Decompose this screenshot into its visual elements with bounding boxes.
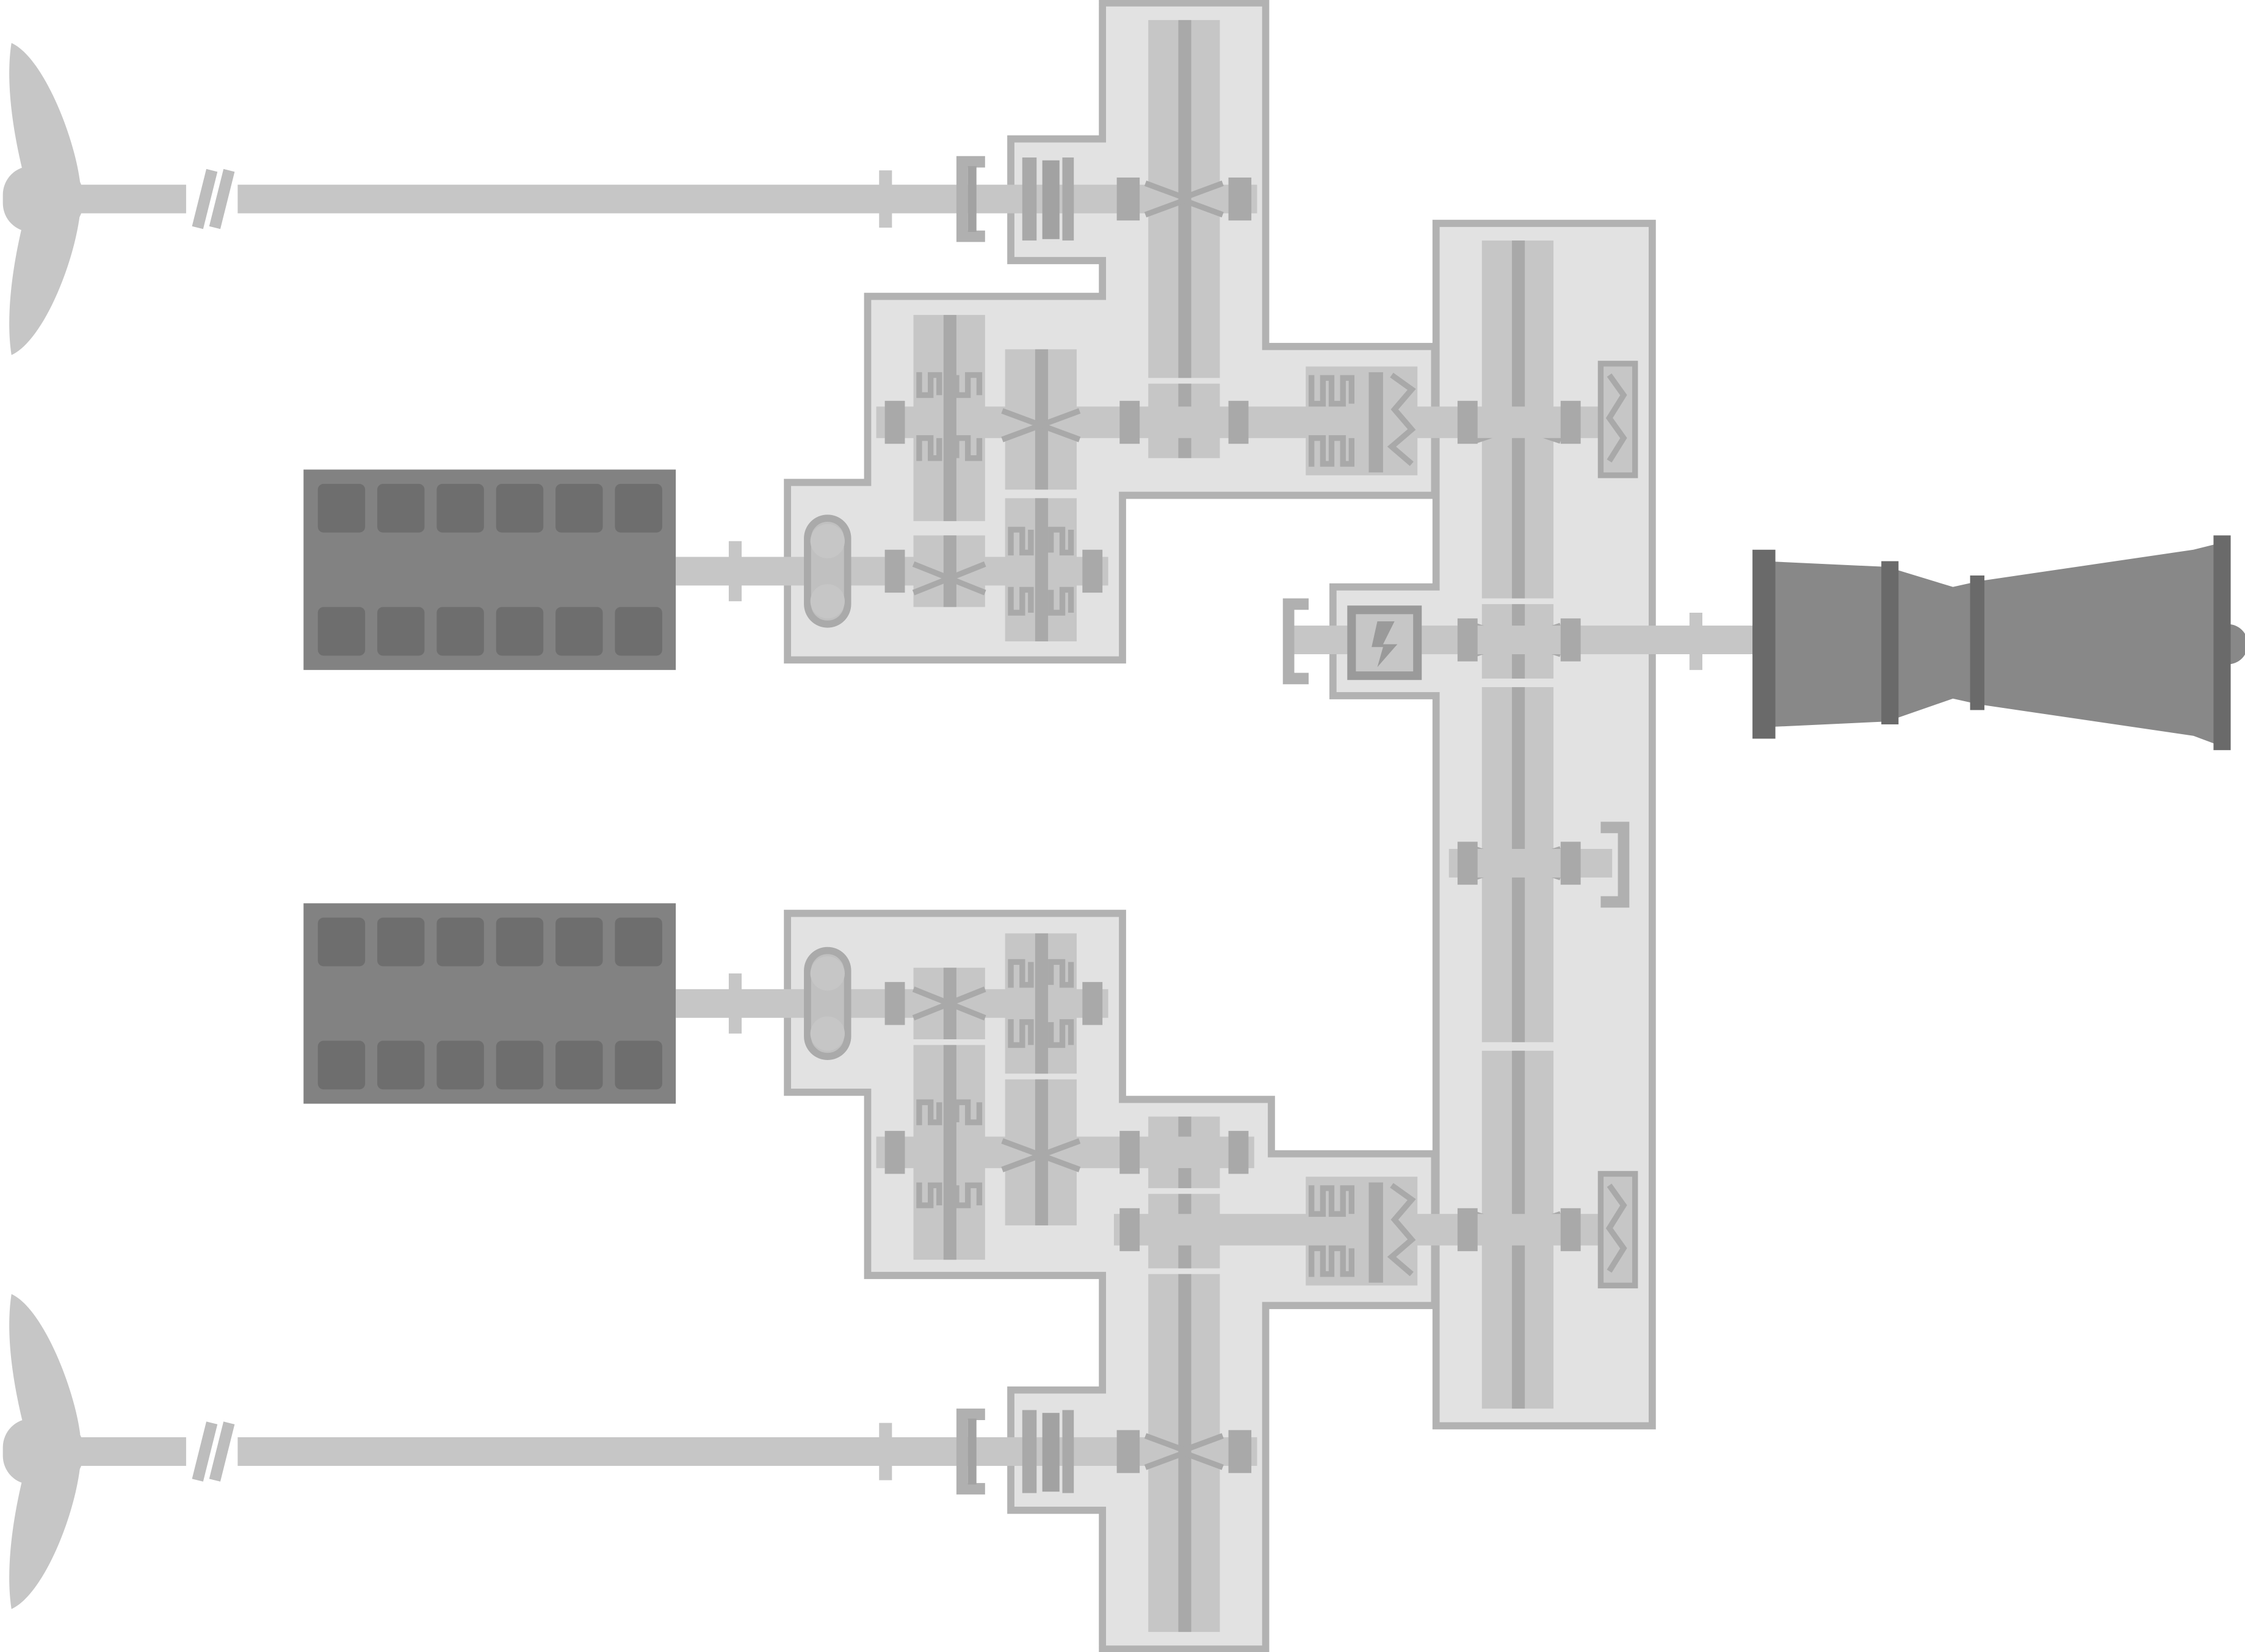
engine-cylinder — [555, 917, 603, 967]
cross-connect-clutch-lower — [1306, 1177, 1418, 1286]
cylinder-bank-lower-a — [317, 917, 662, 1090]
cylinder-bank-upper-a — [317, 483, 662, 656]
engine-cylinder — [496, 607, 544, 656]
output-coupling-upper — [1022, 157, 1074, 241]
propeller-lower — [2, 1294, 84, 1609]
lower-reduction-gear-2 — [1001, 933, 1081, 1225]
engine-cylinder — [377, 607, 425, 656]
engine-cylinder — [317, 607, 366, 656]
engine-cylinder — [496, 1041, 544, 1090]
engine-cylinder — [436, 917, 484, 967]
engine-cylinder — [555, 607, 603, 656]
auxiliary-shaft — [1448, 821, 1630, 908]
lower-reduction-gear-1 — [912, 967, 986, 1260]
engine-cylinder — [317, 483, 366, 533]
engine-cylinder — [377, 917, 425, 967]
engine-cylinder — [317, 917, 366, 967]
thrust-bearing-upper — [956, 156, 985, 242]
lower-propeller-shaft — [57, 1421, 1257, 1482]
engine-cylinder — [615, 607, 662, 656]
gas-turbine — [1752, 535, 2245, 751]
diesel-engine-lower — [303, 903, 676, 1104]
engine-cylinder — [436, 607, 484, 656]
shaft-brake-upper — [1597, 361, 1638, 478]
bull-gear-lower — [1116, 1116, 1252, 1632]
engine-cylinder — [555, 1041, 603, 1090]
propeller-upper — [2, 43, 84, 355]
shaft-brake-lower — [1597, 1170, 1638, 1289]
upper-reduction-gear-1 — [912, 315, 986, 607]
upper-intermediate-shaft — [876, 400, 1601, 444]
output-coupling-lower — [1022, 1410, 1074, 1493]
engine-cylinder — [377, 1041, 425, 1090]
engine-cylinder — [436, 483, 484, 533]
engine-cylinder — [496, 483, 544, 533]
electric-motor — [1347, 605, 1422, 680]
engine-cylinder — [377, 483, 425, 533]
engine-cylinder — [555, 483, 603, 533]
engine-cylinder — [615, 917, 662, 967]
engine-cylinder — [317, 1041, 366, 1090]
engine-cylinder — [615, 483, 662, 533]
upper-propeller-shaft — [57, 168, 1257, 229]
engine-cylinder — [615, 1041, 662, 1090]
thrust-bearing-lower — [956, 1409, 985, 1495]
upper-reduction-gear-2 — [1001, 349, 1081, 641]
engine-cylinder — [496, 917, 544, 967]
engine-cylinder — [436, 1041, 484, 1090]
diesel-engine-upper — [303, 469, 676, 670]
cross-connect-clutch-upper — [1306, 366, 1418, 475]
